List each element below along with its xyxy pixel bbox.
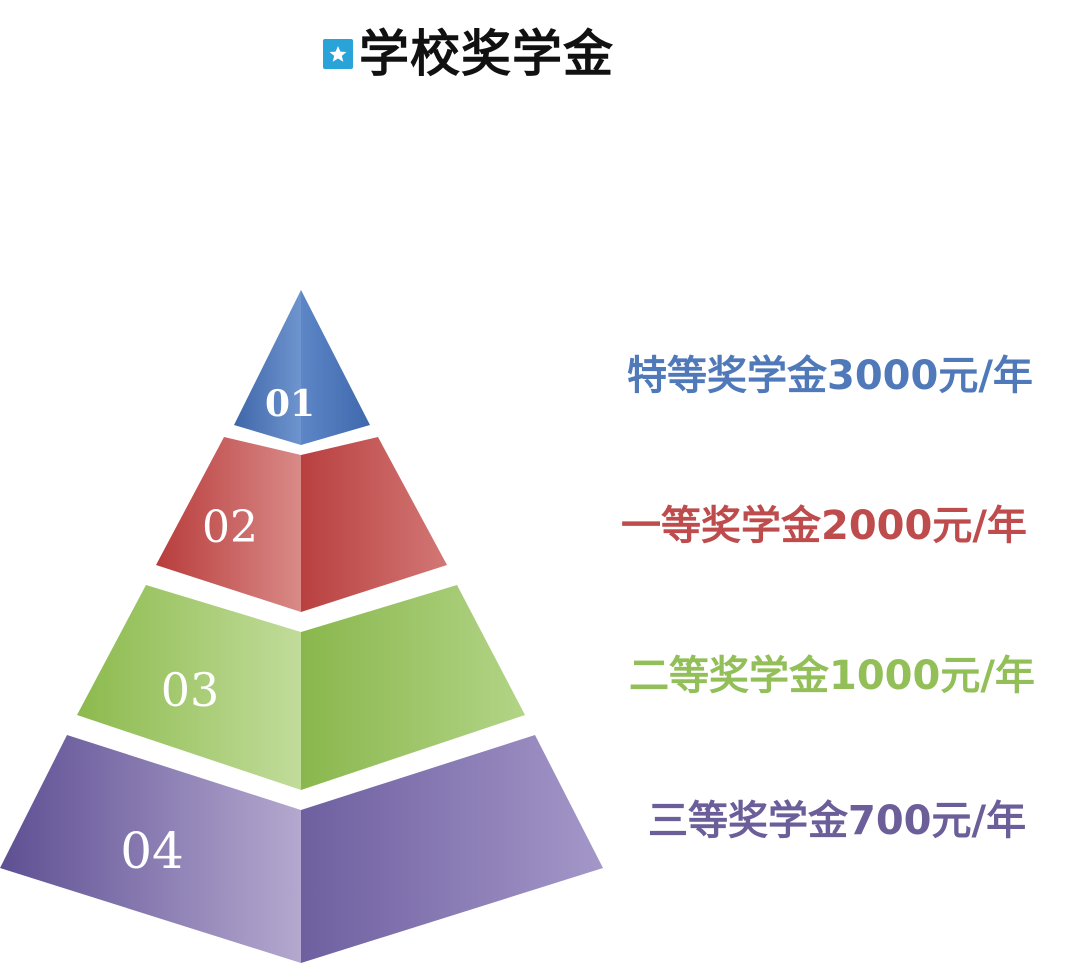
tier-03-right-face <box>301 585 525 790</box>
tier-04-label: 三等奖学金700元/年 <box>648 798 1027 844</box>
tier-01-left-face <box>234 290 301 445</box>
tier-04-number: 04 <box>120 822 184 880</box>
tier-02-label: 一等奖学金2000元/年 <box>621 503 1027 549</box>
tier-03-left-face <box>77 585 301 790</box>
tier-02: 02 <box>156 437 447 612</box>
star-icon <box>323 39 353 69</box>
page-title: 学校奖学金 <box>359 25 614 83</box>
tier-01: 01 <box>234 290 370 445</box>
tier-04-left-face <box>0 735 301 963</box>
tier-01-right-face <box>301 290 370 445</box>
tier-02-left-face <box>156 437 301 612</box>
tier-02-number: 02 <box>202 502 258 553</box>
tier-04: 04 <box>0 735 603 963</box>
tier-04-right-face <box>301 735 603 963</box>
page-header: 学校奖学金 <box>323 22 614 86</box>
tier-03-label: 二等奖学金1000元/年 <box>629 653 1035 699</box>
tier-01-number: 01 <box>265 383 315 425</box>
tier-02-right-face <box>301 437 447 612</box>
tier-01-label: 特等奖学金3000元/年 <box>627 353 1033 399</box>
tier-03-number: 03 <box>161 663 220 717</box>
tier-03: 03 <box>77 585 525 790</box>
